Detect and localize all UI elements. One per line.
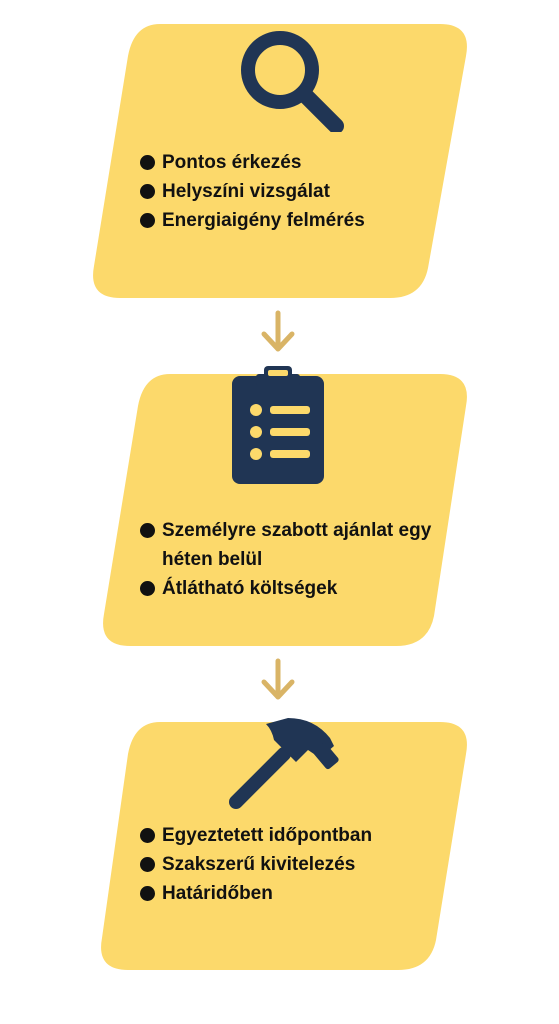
- list-item-text: Átlátható költségek: [162, 578, 338, 599]
- list-item: Személyre szabott ajánlat egy héten belü…: [140, 516, 452, 574]
- step-3: Egyeztetett időpontban Szakszerű kivitel…: [0, 718, 559, 972]
- list-item-text: Energiaigény felmérés: [162, 210, 365, 231]
- bullet-dot: [140, 886, 155, 901]
- step-2-list: Személyre szabott ajánlat egy héten belü…: [140, 516, 440, 603]
- arrow-down-icon: [261, 310, 295, 352]
- list-item-text: Személyre szabott ajánlat egy héten belü…: [162, 520, 432, 570]
- bullet-dot: [140, 828, 155, 843]
- bullet-dot: [140, 184, 155, 199]
- hammer-icon: [229, 718, 339, 809]
- arrow-down-icon: [261, 658, 295, 700]
- list-item-text: Egyeztetett időpontban: [162, 825, 373, 846]
- bullet-dot: [140, 213, 155, 228]
- list-item-text: Határidőben: [162, 883, 273, 904]
- bullet-dot: [140, 523, 155, 538]
- list-item: Átlátható költségek: [140, 574, 440, 603]
- bullet-dot: [140, 857, 155, 872]
- list-item: Pontos érkezés: [140, 148, 365, 177]
- step-2: Személyre szabott ajánlat egy héten belü…: [0, 366, 559, 648]
- magnifier-icon: [241, 31, 344, 132]
- step-1-card: [93, 24, 467, 298]
- list-item-text: Pontos érkezés: [162, 152, 302, 173]
- step-2-card: [103, 374, 467, 646]
- step-3-card: [101, 722, 467, 970]
- bullet-dot: [140, 155, 155, 170]
- list-item: Határidőben: [140, 879, 372, 908]
- step-1-list: Pontos érkezés Helyszíni vizsgálat Energ…: [140, 148, 365, 235]
- step-1: Pontos érkezés Helyszíni vizsgálat Energ…: [0, 22, 559, 300]
- list-item: Szakszerű kivitelezés: [140, 850, 372, 879]
- list-item: Energiaigény felmérés: [140, 206, 365, 235]
- list-item: Egyeztetett időpontban: [140, 821, 372, 850]
- list-item-text: Helyszíni vizsgálat: [162, 181, 330, 202]
- clipboard-checklist-icon: [232, 366, 324, 484]
- list-item: Helyszíni vizsgálat: [140, 177, 365, 206]
- bullet-dot: [140, 581, 155, 596]
- list-item-text: Szakszerű kivitelezés: [162, 854, 356, 875]
- step-3-list: Egyeztetett időpontban Szakszerű kivitel…: [140, 821, 372, 908]
